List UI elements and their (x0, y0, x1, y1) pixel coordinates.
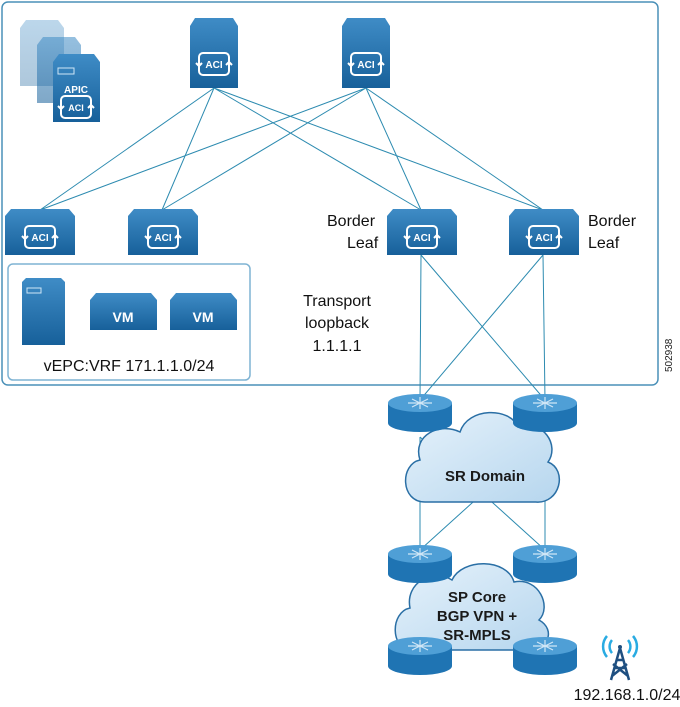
svg-text:SR-MPLS: SR-MPLS (443, 627, 511, 644)
aci-fabric-frame (1, 1, 659, 386)
svg-text:ACI: ACI (154, 233, 171, 244)
router-core-2[interactable] (512, 544, 578, 584)
apic-label: APIC (64, 85, 88, 96)
transport-line1: Transport (303, 293, 371, 310)
spine-switch-2[interactable]: ACI (342, 18, 390, 88)
svg-text:ACI: ACI (535, 233, 552, 244)
transport-line2: loopback (305, 315, 370, 332)
router-core-1[interactable] (387, 544, 453, 584)
sr-domain-cloud: SR Domain (404, 411, 560, 503)
sp-core-cloud: SP Core BGP VPN + SR-MPLS (394, 563, 550, 651)
sr-domain-label: SR Domain (445, 468, 525, 485)
vm-2[interactable]: VM (170, 293, 237, 330)
svg-text:BGP VPN +: BGP VPN + (437, 608, 517, 625)
vrf-caption: vEPC:VRF 171.1.1.0/24 (44, 358, 215, 375)
transport-line3: 1.1.1.1 (313, 338, 362, 355)
svg-text:ACI: ACI (68, 103, 84, 113)
border-leaf-label-2b: Leaf (588, 235, 620, 252)
apic-server-icon[interactable]: APIC ACI (53, 54, 100, 122)
spine-switch-1[interactable]: ACI (190, 18, 238, 88)
svg-text:VM: VM (113, 309, 134, 325)
router-core-3[interactable] (387, 636, 453, 676)
router-core-4[interactable] (512, 636, 578, 676)
vrf-box: VM VM vEPC:VRF 171.1.1.0/24 (7, 263, 251, 381)
remote-subnet: 192.168.1.0/24 (574, 687, 680, 704)
vm-1[interactable]: VM (90, 293, 157, 330)
router-sr-2[interactable] (512, 393, 578, 433)
svg-text:SP Core: SP Core (448, 589, 506, 606)
border-leaf-label-1a: Border (327, 213, 376, 230)
leaf-switch-2[interactable]: ACI (128, 209, 198, 255)
border-leaf-label-2a: Border (588, 213, 637, 230)
figure-id: 502938 (664, 338, 675, 372)
apic-cluster: APIC ACI (20, 20, 100, 122)
router-sr-1[interactable] (387, 393, 453, 433)
cell-tower-icon (601, 635, 639, 681)
svg-text:ACI: ACI (413, 233, 430, 244)
leaf-switch-1[interactable]: ACI (5, 209, 75, 255)
svg-text:ACI: ACI (357, 60, 374, 71)
border-leaf-switch-1[interactable]: ACI (387, 209, 457, 255)
svg-text:ACI: ACI (31, 233, 48, 244)
border-leaf-switch-2[interactable]: ACI (509, 209, 579, 255)
server-icon[interactable] (22, 278, 65, 345)
svg-text:VM: VM (193, 309, 214, 325)
border-leaf-label-1b: Leaf (347, 235, 379, 252)
svg-text:ACI: ACI (205, 60, 222, 71)
